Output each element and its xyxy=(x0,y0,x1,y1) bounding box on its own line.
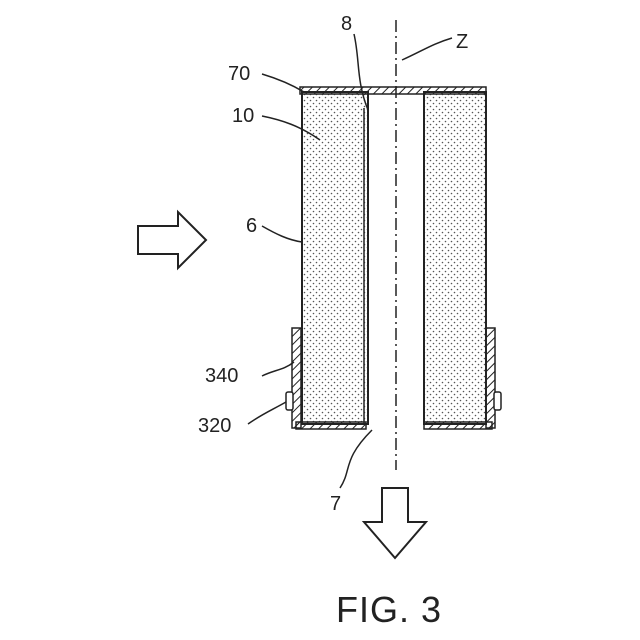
top-plate xyxy=(300,87,486,94)
bottom-plate-right xyxy=(424,422,492,429)
boss-right xyxy=(494,392,501,410)
leader-6 xyxy=(262,226,302,242)
leader-7 xyxy=(340,430,372,488)
label-340: 340 xyxy=(205,365,238,387)
clamp-right xyxy=(486,328,495,428)
label-6: 6 xyxy=(246,215,257,237)
label-z: Z xyxy=(456,31,468,53)
inflow-arrow xyxy=(138,212,206,268)
label-70: 70 xyxy=(228,63,250,85)
leader-z xyxy=(402,38,452,60)
leader-340 xyxy=(262,362,294,376)
leader-320 xyxy=(248,402,286,424)
right-filter-block xyxy=(424,92,486,424)
clamp-left xyxy=(292,328,301,428)
leader-70 xyxy=(262,74,304,92)
label-10: 10 xyxy=(232,105,254,127)
boss-left xyxy=(286,392,293,410)
figure-caption: FIG. 3 xyxy=(336,589,442,630)
bottom-plate-left xyxy=(296,422,366,429)
outflow-arrow xyxy=(364,488,426,558)
label-7: 7 xyxy=(330,493,341,515)
label-8: 8 xyxy=(341,13,352,35)
label-320: 320 xyxy=(198,415,231,437)
left-filter-block xyxy=(302,92,368,424)
